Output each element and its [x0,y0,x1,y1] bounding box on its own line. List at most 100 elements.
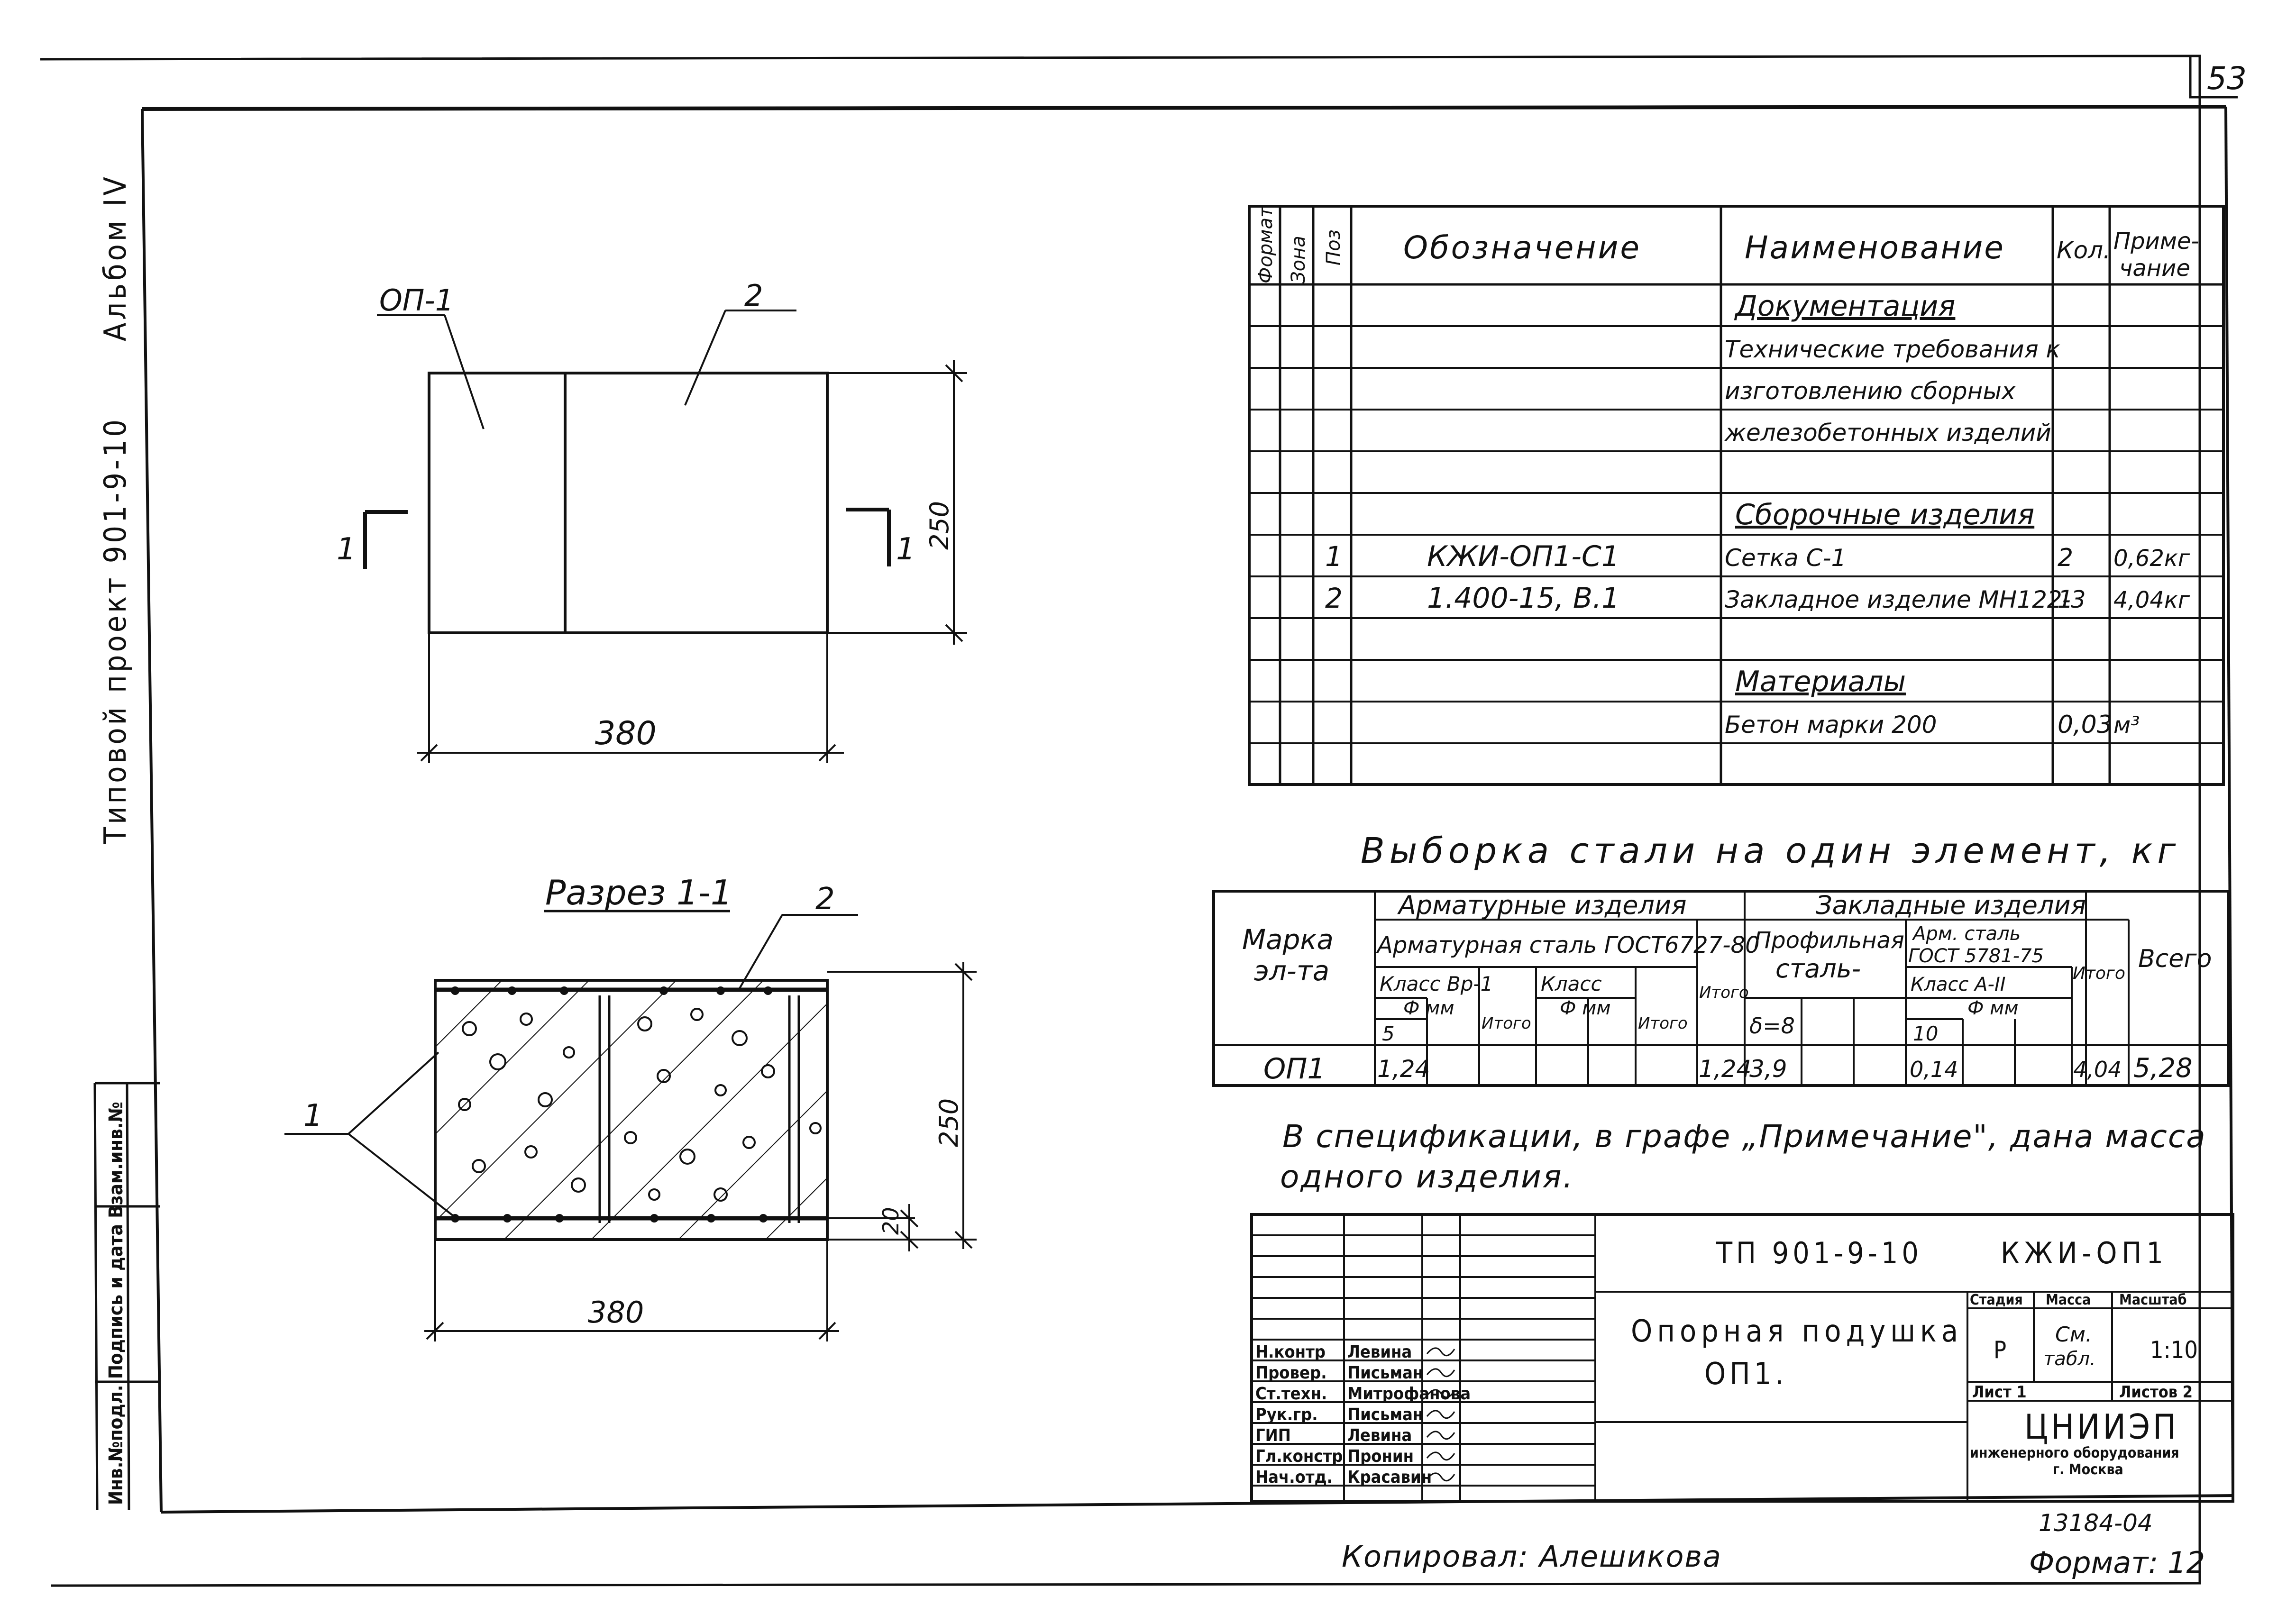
spec-row-pos: 2 [1325,582,1343,614]
tb-sheets: Листов 2 [2119,1383,2193,1402]
spec-row-des: КЖИ-ОП1-С1 [1427,540,1619,573]
side-album-label: Альбом IV [98,174,133,341]
spec-head-qty: Кол. [2057,237,2111,264]
sheet-number: 53 [2207,60,2247,97]
steel-itogo-4: Итого [2073,964,2125,983]
section-label-1: 1 [303,1098,323,1133]
tb-person-role: Ст.техн. [1255,1384,1327,1404]
spec-head-pos: Поз [1323,229,1345,265]
plan-dim-width: 380 [595,715,657,752]
steel-itogo-2: Итого [1482,1014,1531,1033]
tb-person-name: Левина [1347,1426,1412,1445]
tb-org-2: инженерного оборудования [1970,1445,2179,1461]
format-label: Формат: 12 [2029,1545,2205,1580]
steel-phi-1: Ф мм [1403,997,1454,1019]
signature-mark [1426,1347,1455,1357]
signature-mark [1426,1451,1455,1461]
tb-person-name: Письман [1347,1363,1423,1383]
side-title: Типовой проект 901-9-10 [98,417,133,844]
spec-row-name: железобетонных изделий [1724,419,2051,447]
steel-class-a2: Класс А-II [1911,974,2006,995]
tb-sheet: Лист 1 [1972,1383,2027,1402]
spec-row-note: 4,04кг [2113,587,2190,613]
plan-outline [428,372,829,634]
signature-mark [1426,1431,1455,1440]
spec-row-des: 1.400-15, В.1 [1427,582,1619,615]
section-hatch [435,980,827,1240]
spec-head-format: Формат [1255,206,1277,283]
steel-row-mark: ОП1 [1263,1052,1326,1086]
steel-phi-2: Ф мм [1560,997,1611,1019]
spec-row-qty: 2 [2058,544,2073,572]
section-outline [434,979,829,1241]
signature-mark [1426,1410,1455,1419]
tb-person-name: Письман [1347,1405,1423,1424]
note-line-2: одного изделия. [1280,1159,1574,1195]
tb-h-mass: Масса [2046,1292,2091,1308]
plan-label-2: 2 [744,278,763,313]
steel-row-total: 5,28 [2133,1053,2193,1084]
steel-row-v5: 1,24 [1377,1055,1430,1083]
spec-row-qty: 1 [2058,585,2073,614]
spec-head-note-2: чание [2119,255,2190,282]
spec-row-note: 0,62кг [2113,545,2190,572]
section-dim-width: 380 [588,1295,644,1330]
spec-row-qty: 0,03 [2058,711,2113,739]
plan-cut-left: 1 [337,532,356,567]
steel-zakl: Закладные изделия [1816,890,2086,920]
section-title: Разрез 1-1 [545,873,732,912]
copied-by: Копировал: Алешикова [1342,1539,1722,1574]
tb-person-role: Гл.констр [1255,1447,1343,1466]
steel-prof-2: сталь- [1775,954,1861,984]
steel-vsego: Всего [2138,945,2212,973]
spec-table: Формат Зона Поз Обозначение Наименование… [1248,205,2225,786]
tb-person-name: Митрофанова [1347,1384,1471,1404]
spec-row-name: изготовлению сборных [1725,377,2016,405]
section-label-2: 2 [815,882,835,917]
tb-mass-1: См. [2055,1323,2092,1347]
tb-person-role: Нач.отд. [1255,1468,1333,1487]
steel-arm: Арматурные изделия [1397,890,1687,920]
spec-head-name: Наименование [1745,229,2005,266]
spec-row-note: м³ [2113,712,2140,739]
tb-stage: Р [1994,1336,2006,1364]
side-project-title: Типовой проект 901-9-10 [98,417,133,844]
spec-head-note-1: Приме- [2113,228,2199,255]
tb-org-1: ЦНИИЭП [2024,1407,2179,1447]
spec-row-name: Документация [1734,290,1955,323]
tb-person-name: Пронин [1347,1447,1414,1466]
spec-row-name: Сборочные изделия [1735,498,2034,531]
steel-itogo-1: Итого [1699,983,1749,1002]
section-dim-cover: 20 [878,1207,904,1235]
section-view: Разрез 1-1 1 2 [284,873,977,1341]
plan-view: ОП-1 2 1 1 250 380 [337,278,967,763]
tb-name-1: Опорная подушка [1631,1314,1963,1349]
spec-row-name: Сетка С-1 [1725,544,1846,572]
steel-class: Класс [1541,972,1602,995]
steel-d10: 10 [1913,1022,1938,1045]
note-line-1: В спецификации, в графе „Примечание", да… [1282,1118,2206,1155]
tb-h-stage: Стадия [1970,1292,2023,1308]
tb-org-3: г. Москва [2053,1461,2123,1478]
tb-person-role: Рук.гр. [1255,1405,1318,1424]
tb-person-name: Левина [1347,1342,1412,1362]
spec-row-name: Бетон марки 200 [1725,711,1937,739]
section-dim-height: 250 [934,1098,964,1147]
signature-mark [1426,1472,1455,1482]
plan-dim-height: 250 [924,501,954,550]
title-block: ТП 901-9-10 КЖИ-ОП1 Опорная подушка ОП1.… [1250,1213,2234,1503]
tb-person-role: Провер. [1255,1363,1327,1383]
signature-mark [1426,1389,1455,1398]
steel-delta: δ=8 [1749,1013,1795,1039]
spec-row-name: Закладное изделие МН122-3 [1725,586,2086,613]
steel-row-itogo-z: 4,04 [2073,1057,2122,1082]
spec-row-pos: 1 [1325,540,1343,573]
steel-row-v10: 0,14 [1910,1057,1958,1082]
tb-code: ТП 901-9-10 [1716,1236,1922,1270]
steel-table: Выборка стали на один элемент, кг [1212,830,2230,1087]
steel-prof-1: Профильная [1754,927,1904,954]
tb-mass-2: табл. [2043,1348,2096,1370]
steel-mark-2: эл-та [1254,955,1329,987]
spec-head-designation: Обозначение [1403,229,1641,266]
